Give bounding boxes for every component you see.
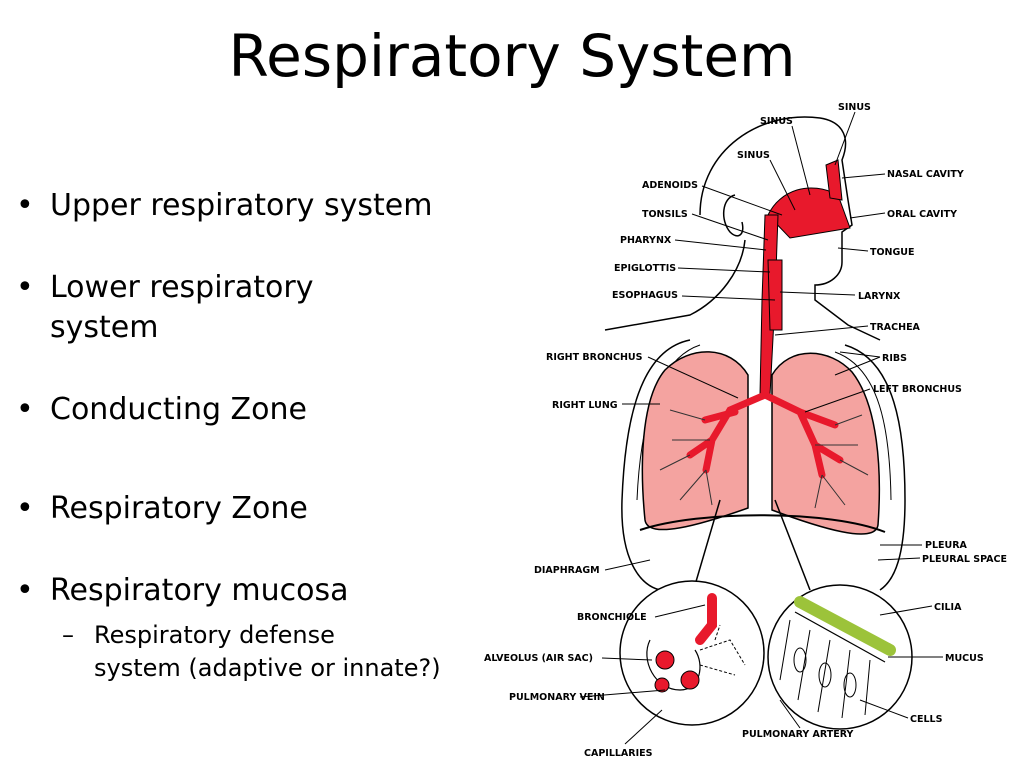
- label-tonsils: TONSILS: [642, 209, 688, 220]
- head-outline: [699, 116, 881, 341]
- rib-cage-right-inner: [834, 351, 892, 501]
- sub-bullet-text-line2: system (adaptive or innate?): [94, 654, 441, 682]
- bullet-text: Respiratory Zone: [50, 491, 308, 526]
- bullet-text: Conducting Zone: [50, 392, 307, 427]
- label-sinus-low: SINUS: [737, 150, 770, 161]
- label-diaphragm: DIAPHRAGM: [534, 565, 600, 576]
- label-capillaries: CAPILLARIES: [584, 748, 653, 759]
- label-sinus-top: SINUS: [838, 102, 871, 113]
- label-mucus: MUCUS: [945, 653, 984, 664]
- label-pulmonary-artery: PULMONARY ARTERY: [742, 729, 854, 740]
- bullet-text: Lower respiratory: [50, 270, 314, 305]
- cell-nucleus: [793, 647, 807, 673]
- label-cells: CELLS: [910, 714, 943, 725]
- bullet-dot: •: [16, 491, 34, 526]
- callout-line-left: [694, 499, 721, 586]
- label-ribs: RIBS: [882, 353, 907, 364]
- respiratory-system-diagram: SINUS SINUS SINUS ADENOIDS TONSILS PHARY…: [484, 102, 1007, 759]
- cell-nucleus: [843, 672, 857, 698]
- label-pleural-space: PLEURAL SPACE: [922, 554, 1007, 565]
- bullet-dot: •: [16, 392, 34, 427]
- slide-title: Respiratory System: [228, 22, 796, 90]
- diaphragm-shape: [639, 514, 886, 533]
- label-pulmonary-vein: PULMONARY VEIN: [509, 692, 605, 703]
- alveolus-cluster: [655, 650, 675, 670]
- bronchioles-left: [814, 414, 869, 509]
- label-bronchiole: BRONCHIOLE: [577, 612, 647, 623]
- sinus-shape: [825, 159, 843, 201]
- label-cilia: CILIA: [934, 602, 962, 613]
- rib-cage-left: [621, 339, 691, 591]
- label-larynx: LARYNX: [858, 291, 901, 302]
- label-alveolus: ALVEOLUS (AIR SAC): [484, 653, 593, 664]
- bullet-dot: •: [16, 188, 34, 223]
- label-epiglottis: EPIGLOTTIS: [614, 263, 676, 274]
- callout-line-right: [774, 499, 811, 591]
- label-pharynx: PHARYNX: [620, 235, 672, 246]
- neck-left: [604, 239, 746, 331]
- sub-bullet-text: Respiratory defense: [94, 621, 335, 649]
- ear: [723, 194, 744, 237]
- label-sinus-mid: SINUS: [760, 116, 793, 127]
- cell-nucleus: [818, 662, 832, 688]
- right-lung-shape: [641, 351, 749, 531]
- magnified-bronchiole: [695, 593, 717, 645]
- alveolus-cluster: [654, 677, 670, 693]
- sub-bullet-dash: –: [62, 621, 74, 649]
- label-right-lung: RIGHT LUNG: [552, 400, 618, 411]
- leader-lines: [579, 111, 943, 745]
- label-pleura: PLEURA: [925, 540, 968, 551]
- bullet-dot: •: [16, 573, 34, 608]
- label-left-bronchus: LEFT BRONCHUS: [873, 384, 962, 395]
- mucus-layer: [794, 596, 896, 656]
- cilia-border: [794, 611, 886, 663]
- label-trachea: TRACHEA: [870, 322, 921, 333]
- label-right-bronchus: RIGHT BRONCHUS: [546, 352, 643, 363]
- label-adenoids: ADENOIDS: [642, 180, 698, 191]
- esophagus-shape: [767, 259, 783, 331]
- capillary-network: [699, 624, 746, 676]
- left-lung-shape: [771, 352, 881, 535]
- bronchi: [686, 391, 844, 479]
- bullet-text: Respiratory mucosa: [50, 573, 349, 608]
- epithelial-cells: [779, 619, 871, 719]
- bullet-text-line2: system: [50, 310, 159, 345]
- label-tongue: TONGUE: [870, 247, 915, 258]
- rib-cage-right: [844, 344, 906, 591]
- label-esophagus: ESOPHAGUS: [612, 290, 678, 301]
- label-oral-cavity: ORAL CAVITY: [887, 209, 957, 220]
- nasal-cavity-shape: [767, 187, 851, 239]
- label-nasal-cavity: NASAL CAVITY: [887, 169, 964, 180]
- bullet-dot: •: [16, 270, 34, 305]
- bullet-text: Upper respiratory system: [50, 188, 433, 223]
- bronchioles-right: [659, 409, 713, 506]
- alveolus-cluster: [680, 670, 700, 690]
